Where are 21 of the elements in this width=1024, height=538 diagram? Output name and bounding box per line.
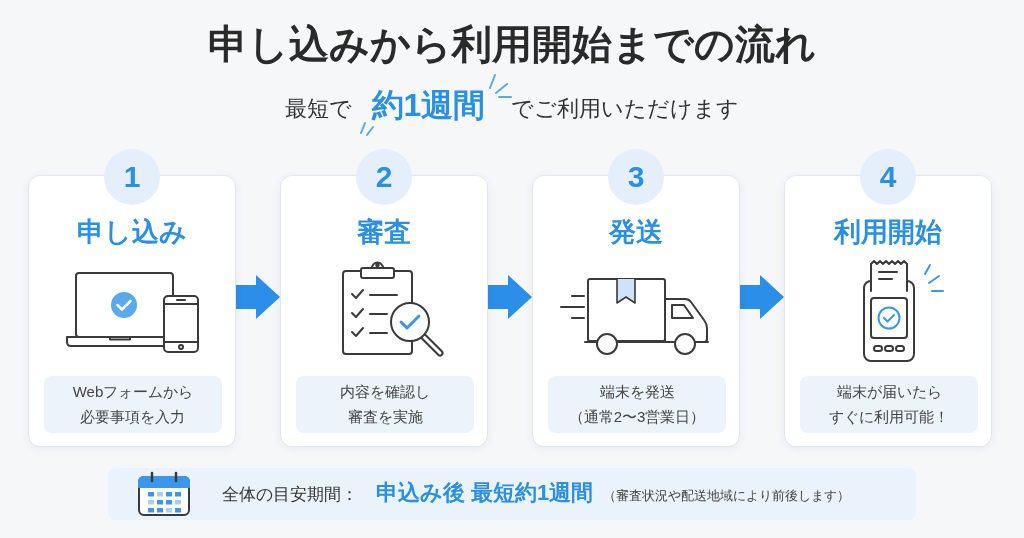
description-box: 端末が届いたらすぐに利用可能！ (800, 376, 978, 433)
arrow (488, 275, 532, 319)
summary-bar (108, 468, 916, 520)
step-heading: 審査 (357, 216, 411, 249)
arrow (236, 275, 280, 319)
period-label: 全体の目安期間： (222, 485, 358, 506)
description-box: 端末を発送（通常2〜3営業日） (548, 376, 726, 433)
step-number: 3 (608, 149, 664, 205)
step-heading: 発送 (609, 216, 663, 249)
step-heading: 利用開始 (834, 216, 942, 249)
step-number: 1 (104, 149, 160, 205)
step-number: 4 (860, 149, 916, 205)
description-box: Webフォームから必要事項を入力 (44, 376, 222, 433)
subtitle: 最短で約1週間でご利用いただけます (284, 86, 740, 125)
note-text: （審査状況や配送地域により前後します） (603, 488, 851, 504)
arrow (740, 275, 784, 319)
description-box: 内容を確認し審査を実施 (296, 376, 474, 433)
period-value: 申込み後 最短約1週間 (376, 480, 594, 507)
step-number: 2 (356, 149, 412, 205)
title: 申し込みから利用開始までの流れ (208, 21, 816, 68)
step-heading: 申し込み (77, 216, 187, 249)
